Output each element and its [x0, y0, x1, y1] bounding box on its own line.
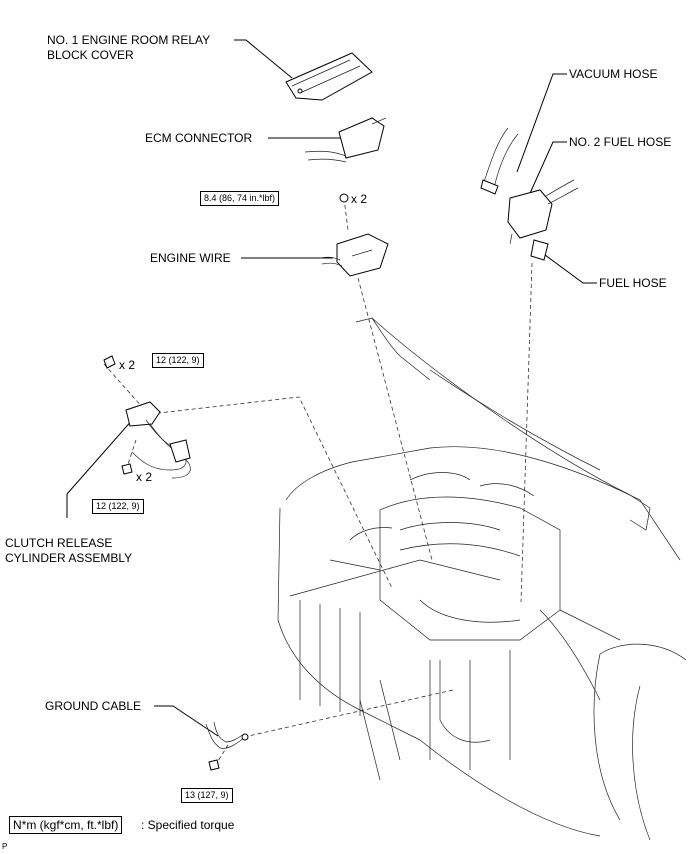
clutch-label-line2: CYLINDER ASSEMBLY [5, 551, 133, 565]
no2-fuel-hose [507, 179, 579, 245]
leader-lines [66, 39, 597, 737]
vacuum-hose-label: VACUUM HOSE [569, 67, 658, 81]
multiplier-clutch-lower: x 2 [136, 470, 153, 484]
torque-box-clutch-upper: 12 (122, 9) [152, 353, 204, 368]
fuel-hose [530, 239, 549, 261]
engine-wire-label: ENGINE WIRE [150, 251, 231, 265]
ground-cable-label: GROUND CABLE [45, 699, 142, 713]
clutch-release-cylinder [103, 355, 191, 479]
vehicle-engine-bay [277, 317, 687, 841]
engine-wire-connector [319, 233, 389, 277]
vacuum-hose [480, 127, 519, 195]
relay-cover-label-line2: BLOCK COVER [47, 48, 134, 62]
ecm-connector [304, 117, 387, 163]
multiplier-clutch-upper: x 2 [119, 358, 136, 372]
install-lines [103, 197, 533, 767]
legend-text: : Specified torque [141, 818, 235, 832]
no2-fuel-hose-label: NO. 2 FUEL HOSE [569, 135, 672, 149]
corner-mark: P [2, 842, 8, 851]
relay-cover-label-line1: NO. 1 ENGINE ROOM RELAY [47, 33, 211, 47]
ecm-connector-label: ECM CONNECTOR [145, 131, 253, 145]
torque-box-engine-wire-nut: 8.4 (86, 74 in.*lbf) [200, 191, 280, 206]
legend-unit-box: N*m (kgf*cm, ft.*lbf) [9, 816, 123, 834]
ground-cable [205, 721, 249, 771]
relay-block-cover [285, 52, 373, 101]
nut-engine-wire [339, 193, 349, 203]
torque-box-ground: 13 (127, 9) [181, 788, 233, 803]
multiplier-engine-wire-nut: x 2 [351, 192, 368, 206]
clutch-label-line1: CLUTCH RELEASE [5, 536, 113, 550]
fuel-hose-label: FUEL HOSE [599, 276, 667, 290]
torque-box-clutch-lower: 12 (122, 9) [92, 499, 144, 514]
